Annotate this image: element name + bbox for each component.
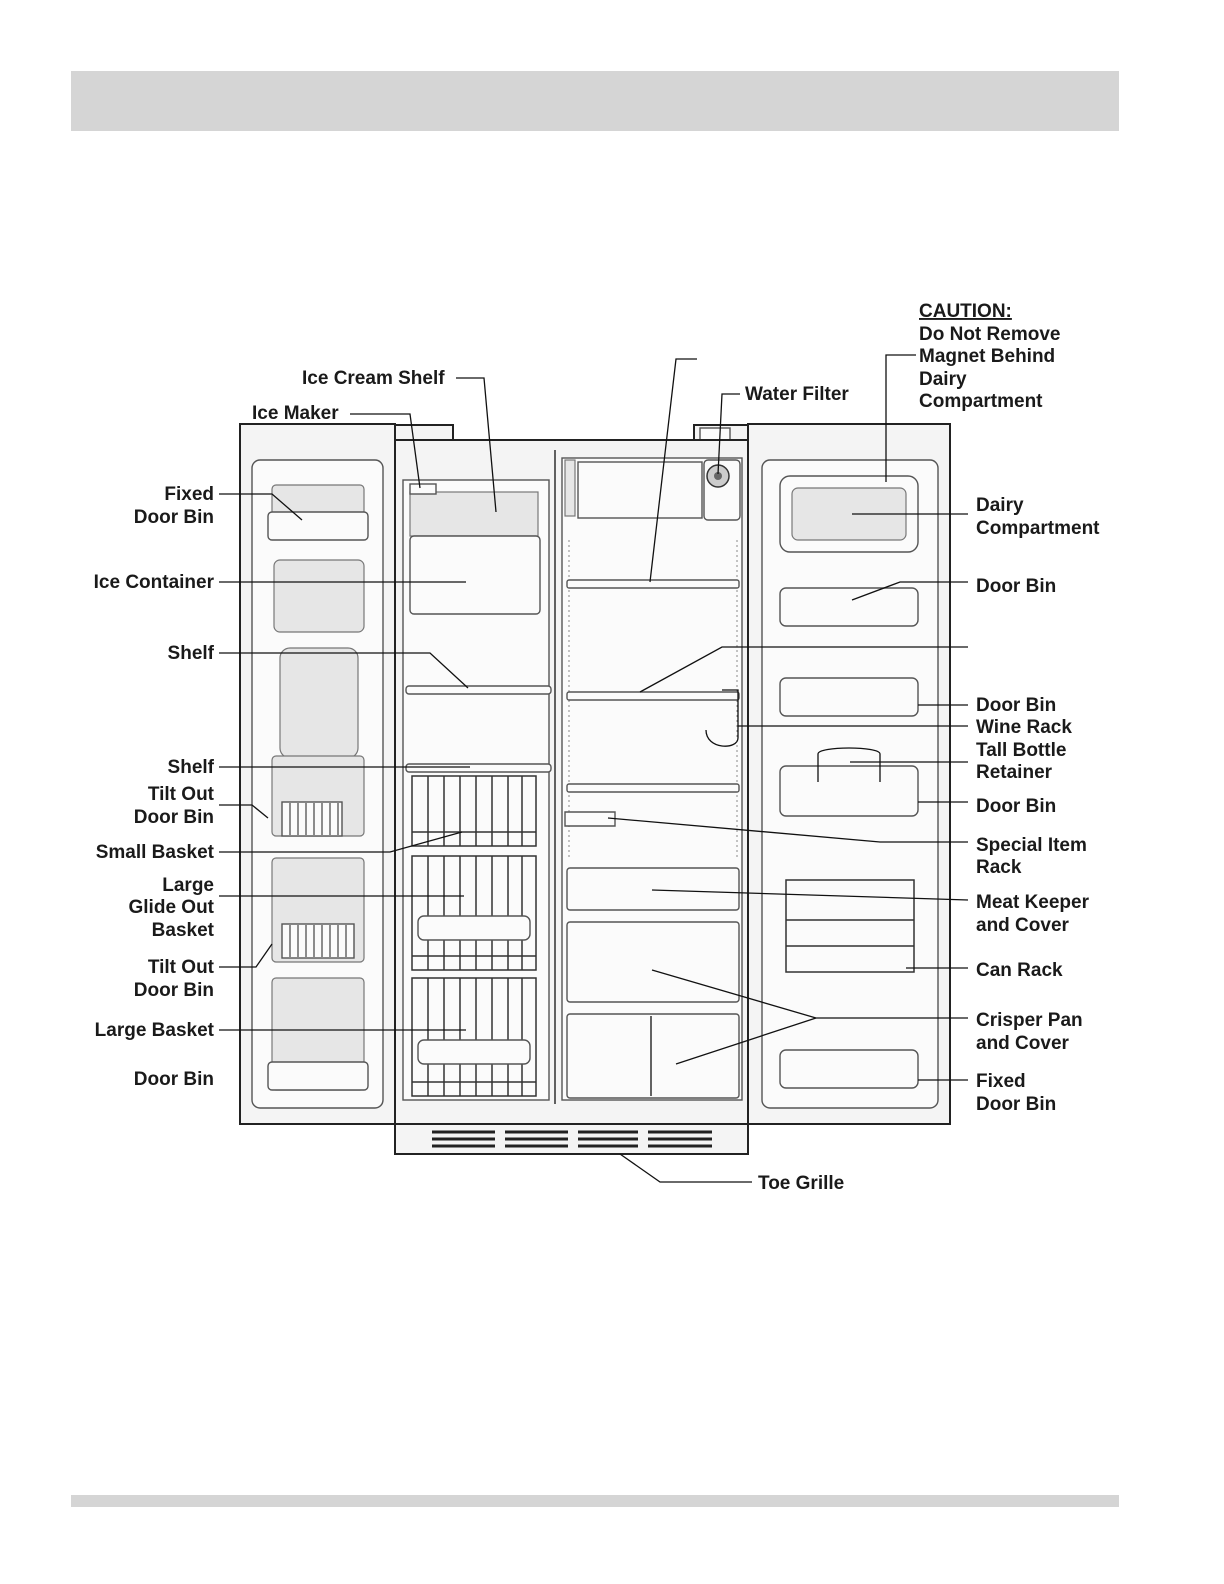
ice-container-drawing [409,535,541,615]
label-crisper-pan-2: and Cover [976,1033,1070,1054]
label-can-rack: Can Rack [976,960,1063,981]
labels: Ice Cream Shelf Ice Maker Water Filter C… [94,301,1101,1194]
label-fixed-door-bin-top-2: Door Bin [134,507,214,528]
label-tall-bottle-retainer-2: Retainer [976,762,1053,783]
label-door-bin-r2: Door Bin [976,695,1056,716]
label-fixed-door-bin-top-1: Fixed [164,484,214,505]
label-caution-line2: Magnet Behind [919,346,1055,367]
label-special-item-rack-1: Special Item [976,835,1087,856]
label-tilt-out-door-bin-2a: Tilt Out [148,957,215,978]
ice-cream-shelf-drawing [409,491,539,537]
label-fixed-door-bin-bottom-2: Door Bin [976,1094,1056,1115]
label-small-basket: Small Basket [96,842,215,863]
tilt-bin-upper [281,801,343,837]
label-tilt-out-door-bin-2b: Door Bin [134,980,214,1001]
label-dairy-compartment-1: Dairy [976,495,1024,516]
label-door-bin-r1: Door Bin [976,576,1056,597]
label-door-bin-left: Door Bin [134,1069,214,1090]
label-large-glide-out-basket-2: Glide Out [129,897,215,918]
label-ice-cream-shelf: Ice Cream Shelf [302,368,445,389]
header-bar [71,71,1119,131]
label-meat-keeper-1: Meat Keeper [976,892,1090,913]
label-water-filter: Water Filter [745,384,849,405]
label-crisper-pan-1: Crisper Pan [976,1010,1083,1031]
label-large-basket: Large Basket [95,1020,215,1041]
label-toe-grille: Toe Grille [758,1173,844,1194]
label-ice-container: Ice Container [94,572,215,593]
label-caution-title: CAUTION: [919,301,1012,322]
label-caution-line1: Do Not Remove [919,324,1060,345]
label-caution-line4: Compartment [919,391,1043,412]
label-meat-keeper-2: and Cover [976,915,1070,936]
label-shelf-2: Shelf [168,757,215,778]
label-ice-maker: Ice Maker [252,403,339,424]
footer-bar [71,1495,1119,1507]
label-caution-line3: Dairy [919,369,967,390]
label-door-bin-r3: Door Bin [976,796,1056,817]
label-large-glide-out-basket-3: Basket [152,920,215,941]
label-special-item-rack-2: Rack [976,857,1022,878]
label-tilt-out-door-bin-1a: Tilt Out [148,784,215,805]
refrigerator-drawing [239,423,951,1155]
label-wine-rack: Wine Rack [976,717,1072,738]
label-dairy-compartment-2: Compartment [976,518,1100,539]
label-shelf-1: Shelf [168,643,215,664]
label-large-glide-out-basket-1: Large [162,875,214,896]
leader-lines [219,354,969,1183]
label-tall-bottle-retainer-1: Tall Bottle [976,740,1066,761]
label-tilt-out-door-bin-1b: Door Bin [134,807,214,828]
meat-keeper-drawing [566,867,740,911]
label-fixed-door-bin-bottom-1: Fixed [976,1071,1026,1092]
